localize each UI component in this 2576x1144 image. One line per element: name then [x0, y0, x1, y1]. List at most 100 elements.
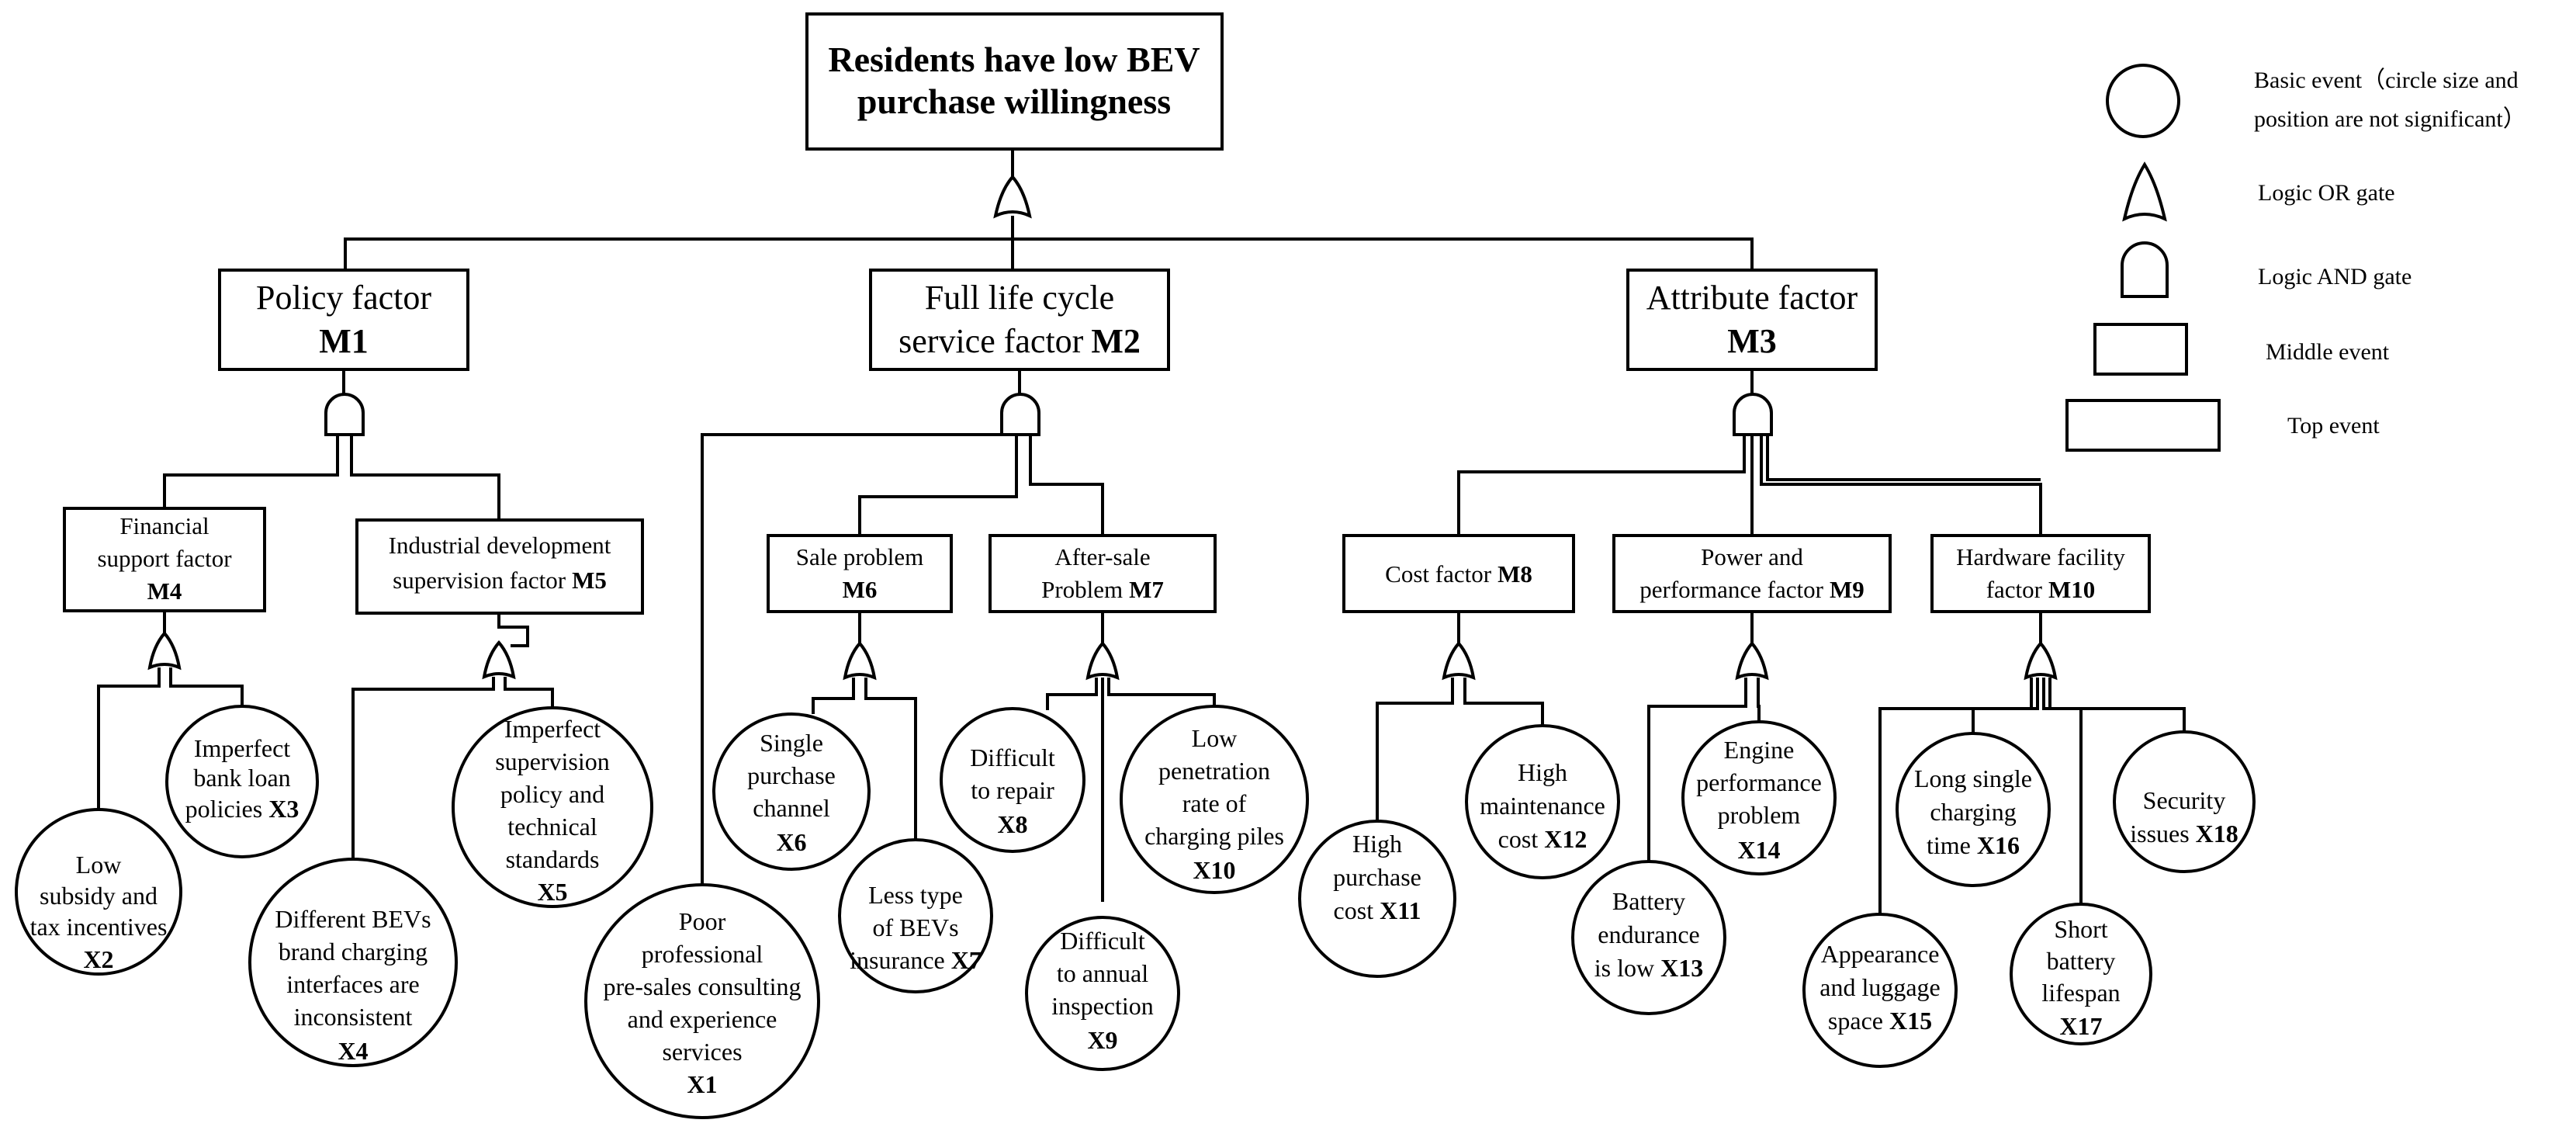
x17-line3: lifespan	[2041, 979, 2120, 1007]
x11-line1: High	[1352, 830, 1402, 858]
legend-middle-event-label: Middle event	[2266, 339, 2390, 365]
m10-or-gate	[2024, 640, 2058, 681]
basic-event-x6: Single purchase channel X6	[712, 712, 871, 871]
m4-label-line2: support factor	[97, 545, 232, 572]
x1-line1: Poor	[679, 907, 726, 935]
m7-label-line1: After-sale	[1054, 543, 1150, 570]
legend-basic-event-line2: position are not significant）	[2254, 106, 2526, 132]
x8-code: X8	[997, 810, 1027, 838]
m6-label: Sale problem	[796, 543, 923, 570]
m2-and-gate	[1000, 393, 1040, 436]
x4-line3: interfaces are	[286, 970, 419, 998]
x1-line2: professional	[642, 940, 763, 968]
x5-line1: Imperfect	[504, 715, 601, 743]
x5-code: X5	[537, 878, 567, 906]
x3-line2: bank loan	[193, 764, 290, 792]
basic-event-x14: Engine performance problem X14	[1681, 720, 1837, 875]
x11-line2: purchase	[1333, 863, 1421, 891]
middle-event-m4: Financial support factor M4	[63, 507, 266, 612]
x6-line2: purchase	[747, 761, 836, 789]
x4-line2: brand charging	[279, 938, 428, 965]
basic-event-x1: Poor professional pre-sales consulting a…	[584, 883, 820, 1119]
x10-line2: penetration	[1158, 757, 1270, 785]
x14-code: X14	[1737, 836, 1780, 864]
x8-line2: to repair	[971, 776, 1054, 804]
x17-code: X17	[2059, 1012, 2102, 1040]
x17-line2: battery	[2047, 947, 2116, 975]
m9-label-line1: Power and	[1701, 543, 1803, 570]
x5-line5: standards	[506, 845, 600, 873]
basic-event-x9: Difficult to annual inspection X9	[1025, 916, 1180, 1071]
m10-label-line1: Hardware facility	[1956, 543, 2125, 570]
x2-line3: tax incentives	[30, 913, 168, 941]
top-event: Residents have low BEV purchase willingn…	[805, 12, 1224, 151]
x4-code: X4	[338, 1037, 368, 1065]
top-event-line2: purchase willingness	[857, 81, 1171, 121]
m4-code: M4	[147, 577, 182, 605]
x17-line1: Short	[2054, 915, 2107, 943]
legend-and-gate-icon	[2121, 241, 2169, 298]
m4-or-gate	[147, 630, 182, 671]
x14-line3: problem	[1718, 801, 1801, 829]
m8-or-gate	[1442, 640, 1476, 681]
x5-line2: supervision	[495, 747, 610, 775]
x13-line2: endurance	[1598, 920, 1699, 948]
x3-line1: Imperfect	[194, 734, 290, 762]
m6-code: M6	[843, 576, 878, 603]
middle-event-m3: Attribute factor M3	[1626, 269, 1878, 371]
x6-line3: channel	[753, 794, 830, 822]
x7-line2: of BEVs	[872, 913, 958, 941]
x6-line1: Single	[760, 729, 823, 757]
basic-event-x2: Low subsidy and tax incentives X2	[15, 808, 182, 976]
legend: Basic event（circle size and position are…	[2065, 64, 2526, 452]
x2-line2: subsidy and	[40, 882, 158, 910]
legend-basic-event-icon	[2106, 64, 2180, 138]
x10-line3: rate of	[1182, 789, 1247, 817]
x18-line1: Security	[2143, 786, 2226, 814]
basic-event-x10: Low penetration rate of charging piles X…	[1120, 705, 1309, 894]
x5-line3: policy and	[500, 780, 604, 808]
x15-line1: Appearance	[1821, 940, 1940, 968]
basic-event-x8: Difficult to repair X8	[940, 707, 1085, 853]
x1-line3: pre-sales consulting	[603, 972, 801, 1000]
m2-label-line1: Full life cycle	[925, 279, 1114, 317]
x10-line4: charging piles	[1144, 822, 1284, 850]
m1-and-gate	[324, 393, 365, 436]
x1-code: X1	[687, 1070, 717, 1098]
x2-line1: Low	[76, 851, 122, 879]
connector-lines	[97, 149, 2186, 914]
legend-basic-event-line1: Basic event（circle size and	[2254, 68, 2519, 93]
basic-event-x4: Different BEVs brand charging interfaces…	[248, 858, 458, 1067]
m1-code: M1	[319, 322, 369, 360]
x9-line1: Difficult	[1060, 927, 1145, 955]
x7-line1: Less type	[868, 881, 963, 909]
legend-top-event-icon	[2065, 399, 2221, 452]
x6-code: X6	[776, 828, 806, 856]
m5-or-gate	[482, 640, 516, 680]
x9-line3: inspection	[1051, 992, 1154, 1020]
m3-and-gate	[1733, 393, 1773, 436]
basic-event-x17: Short battery lifespan X17	[2010, 903, 2152, 1045]
x5-line4: technical	[507, 813, 597, 841]
